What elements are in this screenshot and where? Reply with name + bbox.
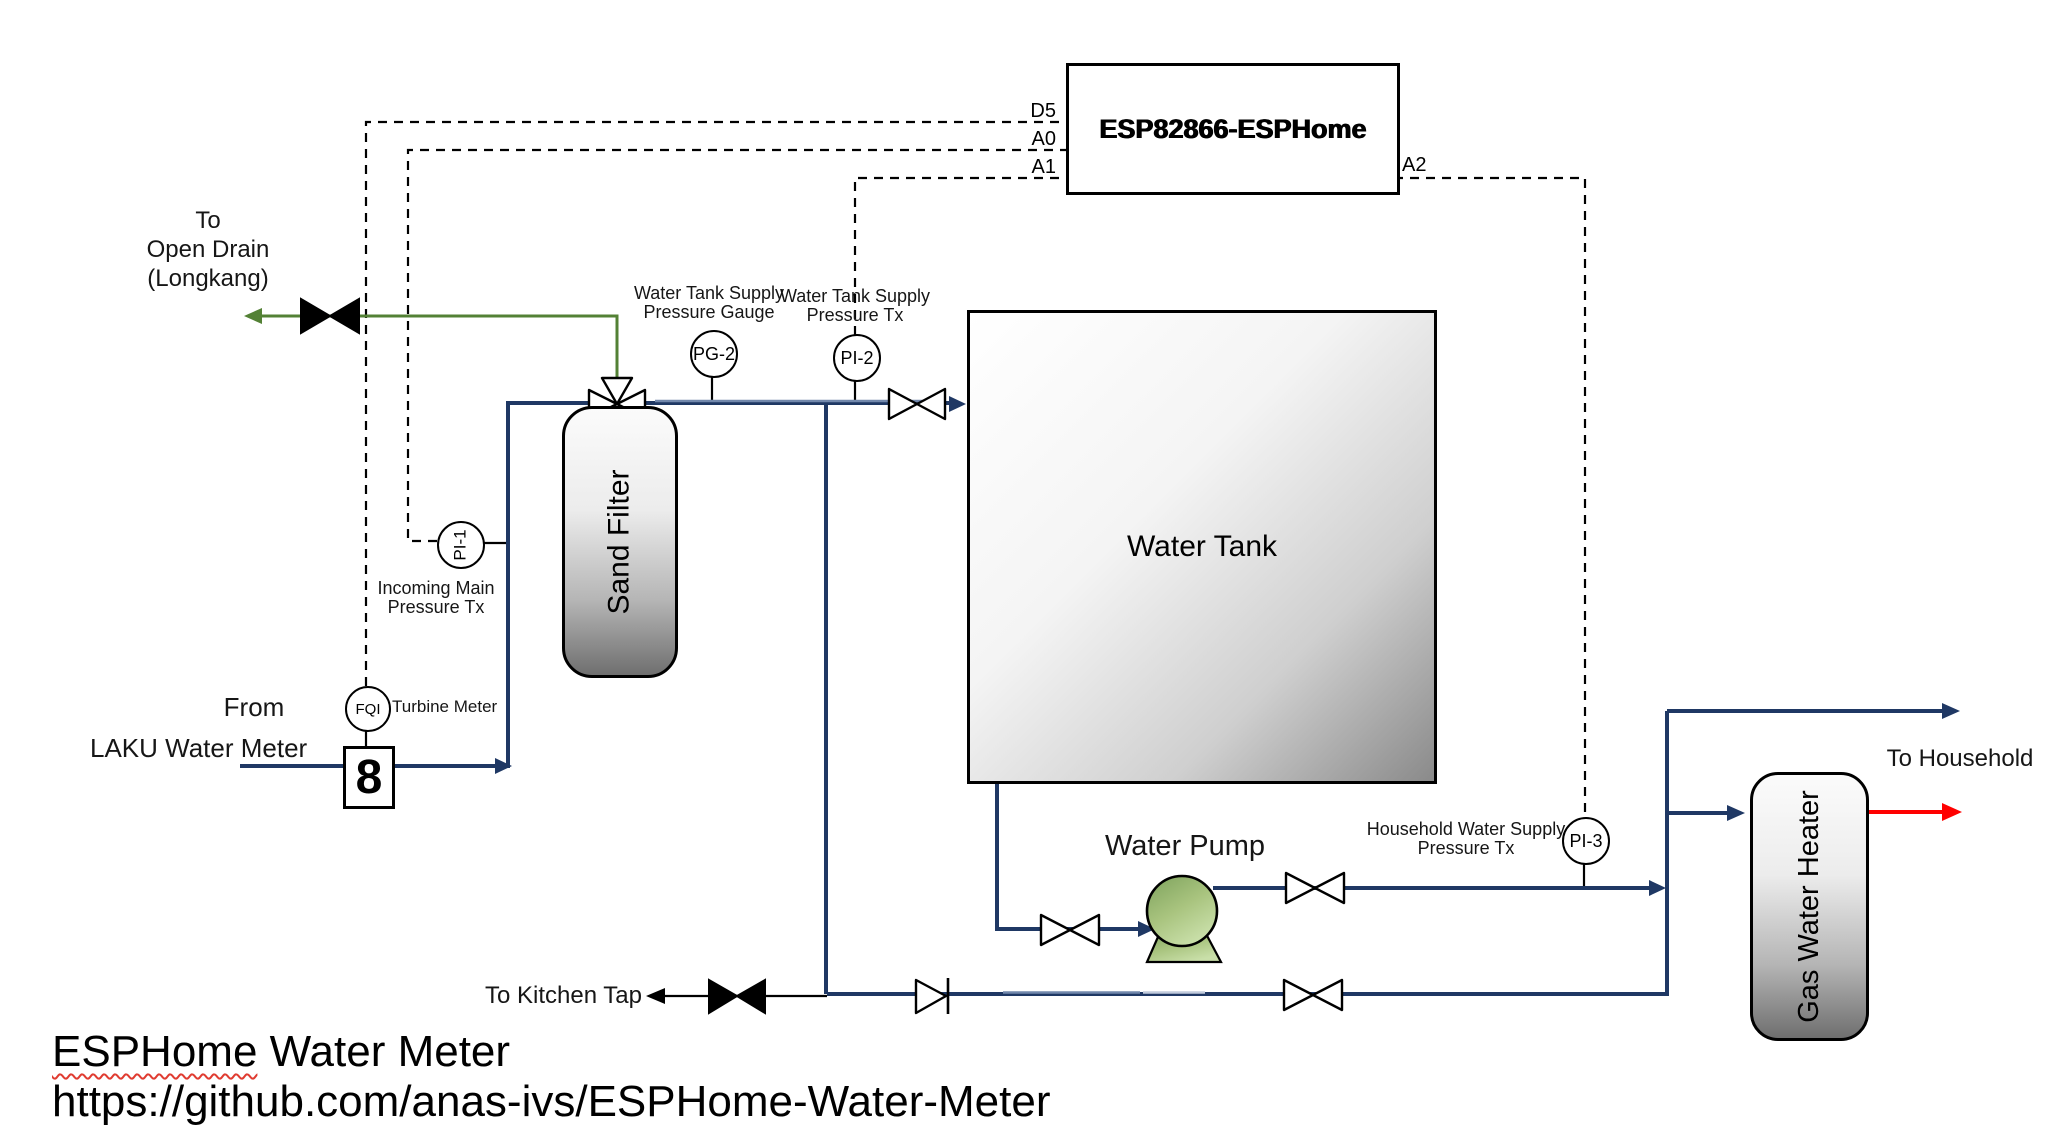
gas-water-heater-label: Gas Water Heater xyxy=(1793,790,1826,1023)
check-valve xyxy=(914,978,948,1015)
hot-household-arrow xyxy=(1942,803,1962,821)
esp-controller-box: ESP82866-ESPHome xyxy=(1066,63,1400,195)
turbine-meter-glyph: 8 xyxy=(355,750,383,804)
pin-label-a0: A0 xyxy=(1031,128,1056,150)
laku-water-meter-label: LAKU Water Meter xyxy=(90,733,308,763)
fqi-bubble: FQI xyxy=(345,686,391,732)
pi3-label: Household Water Supply Pressure Tx xyxy=(1366,820,1566,858)
kitchen-valve xyxy=(708,978,766,1015)
page-title-rest: Water Meter xyxy=(257,1027,511,1076)
pi3-bubble: PI-3 xyxy=(1562,817,1610,865)
tank-inlet-arrow xyxy=(949,396,966,412)
to-open-drain-line1: To xyxy=(195,207,221,234)
pi1-bubble: PI-1 xyxy=(437,521,485,569)
drain-line xyxy=(250,314,619,379)
pi2-label: Water Tank Supply Pressure Tx xyxy=(755,287,955,325)
signal-a1-pi2 xyxy=(853,176,1066,335)
signal-a0-pi1 xyxy=(406,148,1066,543)
pi1-label-line2: Pressure Tx xyxy=(387,597,485,617)
drain-arrow xyxy=(244,308,262,324)
cold-household-arrow xyxy=(1942,703,1960,719)
pump-body xyxy=(1145,874,1219,948)
drain-valve xyxy=(300,297,360,335)
to-kitchen-tap-label: To Kitchen Tap xyxy=(485,982,642,1009)
riser-feed-arrow xyxy=(1649,880,1666,896)
bottom-run-valve xyxy=(1282,978,1344,1012)
pin-label-a2: A2 xyxy=(1402,154,1427,176)
pump-suction-arrow xyxy=(1138,921,1155,937)
tank-inlet-valve xyxy=(887,387,947,421)
to-open-drain-label: To Open Drain (Longkang) xyxy=(120,206,296,293)
pump-discharge-valve xyxy=(1284,871,1346,905)
sand-filter-label: Sand Filter xyxy=(603,469,637,615)
turbine-meter-symbol: 8 xyxy=(343,746,395,809)
to-open-drain-line2: Open Drain xyxy=(146,236,270,263)
kitchen-arrow xyxy=(646,988,665,1004)
water-pump-label: Water Pump xyxy=(1104,830,1266,862)
turbine-meter-label: Turbine Meter xyxy=(392,697,498,716)
signal-d5-fqi xyxy=(364,120,1066,686)
pin-label-a1: A1 xyxy=(1031,156,1056,178)
pi2-tag: PI-2 xyxy=(840,347,874,368)
pg2-label-line2: Pressure Gauge xyxy=(643,302,775,322)
pg2-label-line1: Water Tank Supply xyxy=(633,283,785,303)
pump-suction-valve xyxy=(1039,913,1101,947)
to-household-label: To Household xyxy=(1886,745,2034,772)
gas-water-heater: Gas Water Heater xyxy=(1750,772,1869,1041)
pi2-label-line1: Water Tank Supply xyxy=(779,286,931,306)
to-open-drain-line3: (Longkang) xyxy=(147,265,269,292)
pi3-tag: PI-3 xyxy=(1569,830,1603,851)
page-title-word1: ESPHome xyxy=(52,1027,258,1076)
pg2-tag: PG-2 xyxy=(692,343,735,364)
esp-controller-label: ESP82866-ESPHome xyxy=(1099,113,1367,144)
pi3-label-line2: Pressure Tx xyxy=(1417,838,1515,858)
water-tank-label: Water Tank xyxy=(1126,530,1278,563)
supply-corner-arrow xyxy=(495,758,512,774)
pin-label-d5: D5 xyxy=(1030,100,1056,122)
pg2-bubble: PG-2 xyxy=(690,330,738,378)
pg2-label: Water Tank Supply Pressure Gauge xyxy=(609,284,809,322)
pi1-label: Incoming Main Pressure Tx xyxy=(376,579,496,617)
pi3-label-line1: Household Water Supply xyxy=(1366,819,1566,839)
signal-a2-pi3 xyxy=(1394,176,1587,817)
from-label: From xyxy=(223,692,285,722)
pi1-tag: PI-1 xyxy=(451,529,470,561)
sand-filter: Sand Filter xyxy=(562,406,678,678)
pi1-label-line1: Incoming Main xyxy=(377,578,495,598)
repo-url: https://github.com/anas-ivs/ESPHome-Wate… xyxy=(52,1077,1051,1126)
heater-feed-arrow xyxy=(1727,805,1745,821)
water-tank: Water Tank xyxy=(967,310,1437,784)
fqi-tag: FQI xyxy=(355,700,381,718)
pi2-label-line2: Pressure Tx xyxy=(806,305,904,325)
pi2-bubble: PI-2 xyxy=(833,334,881,382)
page-title: ESPHome Water Meter xyxy=(52,1028,510,1076)
